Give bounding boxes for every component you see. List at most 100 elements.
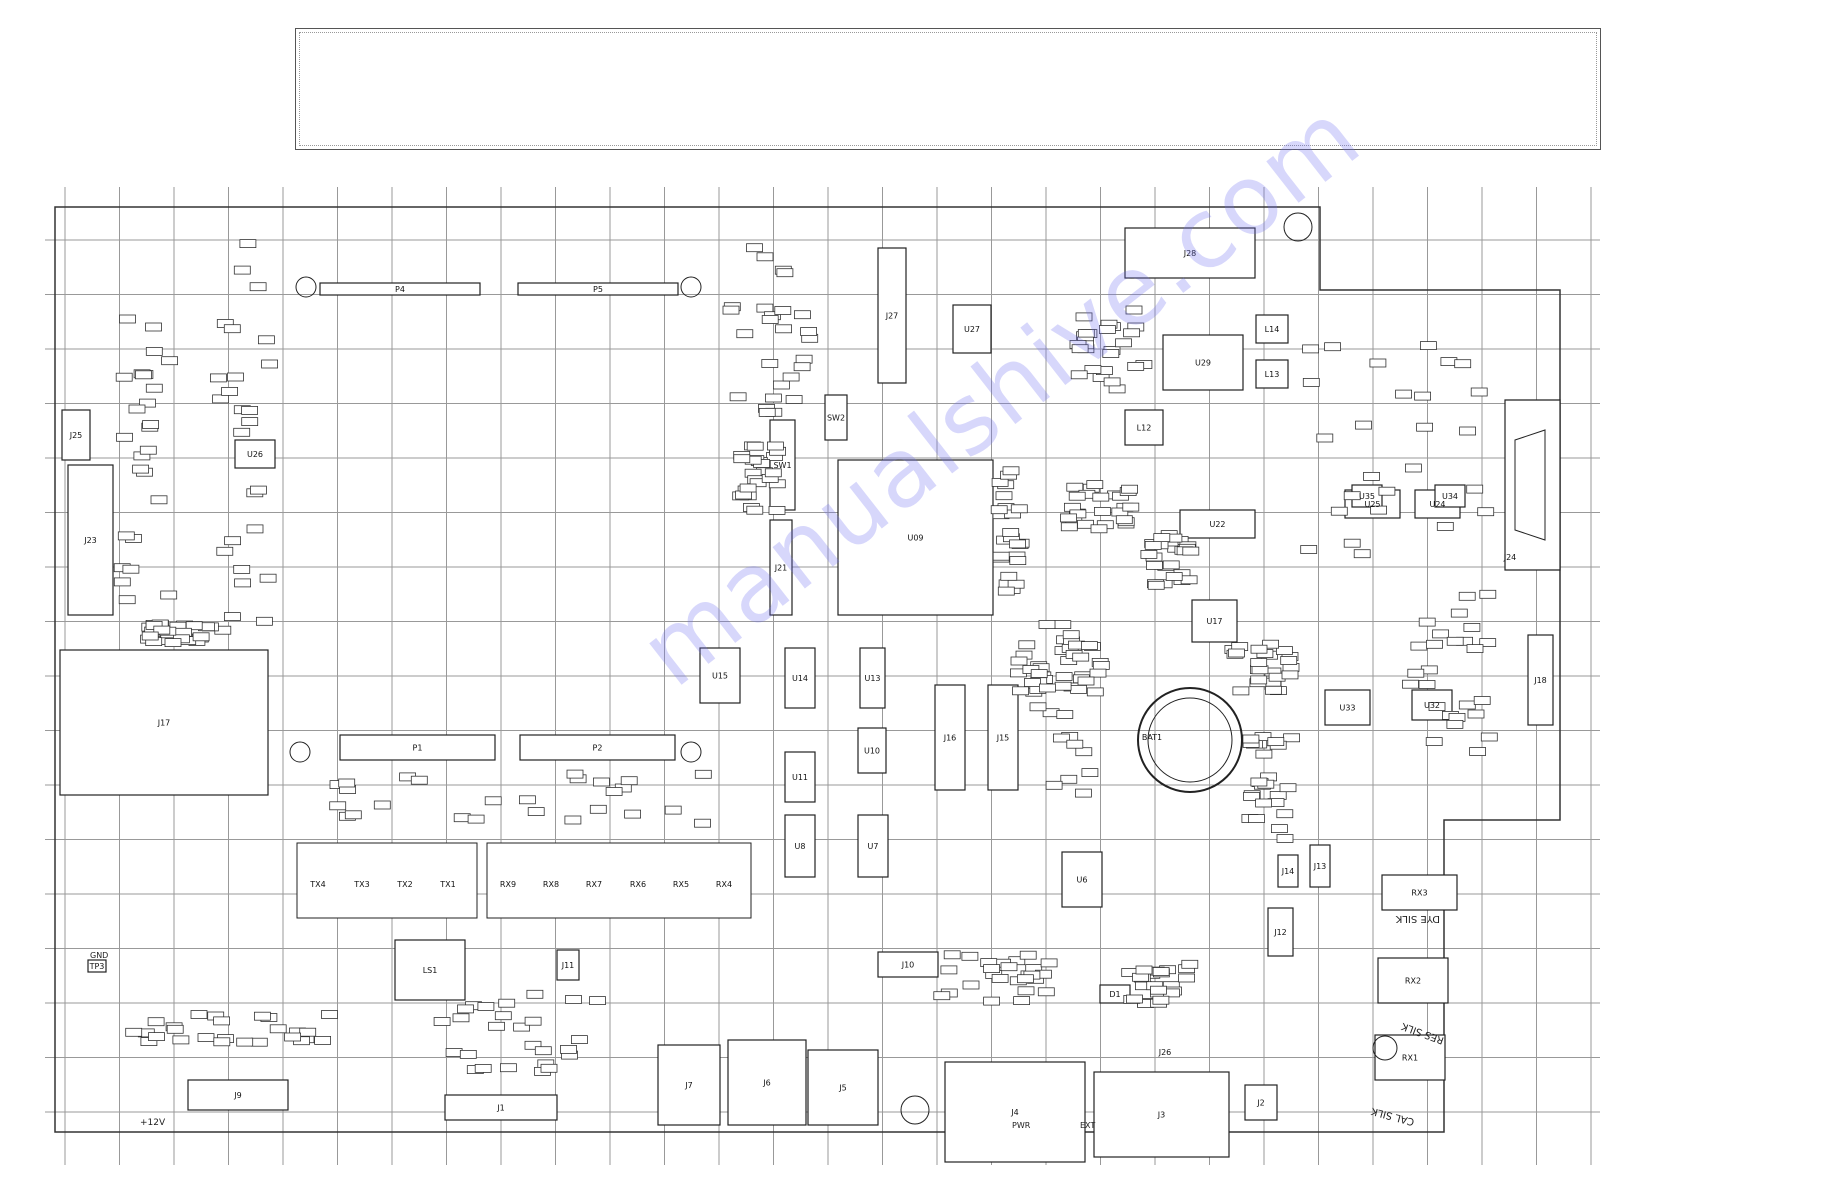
passive-footprint bbox=[1009, 556, 1027, 565]
passive-footprint bbox=[1070, 685, 1087, 694]
mount-hole bbox=[1372, 1035, 1398, 1061]
passive-footprint bbox=[795, 354, 813, 364]
j28-body bbox=[1124, 227, 1256, 279]
passive-footprint bbox=[962, 980, 980, 990]
passive-footprint bbox=[1066, 739, 1084, 749]
d1-body bbox=[1099, 984, 1131, 1004]
u17-body bbox=[1191, 599, 1238, 643]
tp3-ref: TP3 bbox=[89, 962, 105, 971]
passive-footprint bbox=[209, 373, 227, 383]
passive-footprint bbox=[664, 805, 682, 815]
u13-ref: U13 bbox=[864, 674, 880, 683]
j6-ref: J6 bbox=[762, 1079, 770, 1088]
passive-footprint bbox=[236, 1037, 254, 1047]
passive-footprint bbox=[134, 370, 152, 380]
passive-footprint bbox=[457, 1004, 474, 1014]
j17-body bbox=[59, 649, 269, 796]
passive-footprint bbox=[1407, 668, 1425, 678]
passive-footprint bbox=[1002, 466, 1020, 476]
bat1-ref: BAT1 bbox=[1142, 733, 1162, 742]
rx3-body bbox=[1381, 874, 1458, 911]
passive-footprint bbox=[729, 392, 747, 402]
passive-footprint bbox=[223, 612, 241, 621]
passive-footprint bbox=[793, 362, 811, 372]
j26-ref: J26 bbox=[1158, 1048, 1172, 1057]
passive-footprint bbox=[249, 485, 267, 495]
passive-footprint bbox=[261, 359, 279, 369]
passive-footprint bbox=[571, 1035, 588, 1044]
tp3-body bbox=[87, 959, 107, 973]
passive-footprint bbox=[1405, 463, 1422, 473]
passive-footprint bbox=[1466, 644, 1484, 653]
u22-ref: U22 bbox=[1209, 520, 1225, 529]
passive-footprint bbox=[1343, 491, 1361, 501]
passive-footprint bbox=[1232, 686, 1250, 696]
passive-footprint bbox=[990, 505, 1008, 515]
passive-footprint bbox=[1165, 572, 1183, 581]
passive-footprint bbox=[1056, 710, 1074, 719]
passive-footprint bbox=[589, 804, 607, 814]
passive-footprint bbox=[1037, 987, 1055, 997]
passive-footprint bbox=[1378, 486, 1396, 496]
passive-footprint bbox=[1479, 638, 1497, 647]
passive-footprint bbox=[1024, 678, 1041, 687]
passive-footprint bbox=[1070, 370, 1088, 380]
passive-footprint bbox=[338, 778, 356, 788]
p1-ref: P1 bbox=[413, 744, 423, 753]
rx6-ref: RX6 bbox=[630, 880, 646, 889]
p2-body bbox=[519, 734, 676, 761]
passive-footprint bbox=[983, 964, 1000, 973]
passive-footprint bbox=[1017, 974, 1034, 984]
passive-footprint bbox=[484, 796, 502, 806]
passive-footprint bbox=[1267, 737, 1285, 746]
passive-footprint bbox=[605, 787, 623, 796]
passive-footprint bbox=[1420, 341, 1437, 351]
passive-footprint bbox=[1152, 967, 1170, 976]
passive-footprint bbox=[321, 1010, 338, 1019]
passive-footprint bbox=[1450, 608, 1468, 618]
j14-body bbox=[1277, 854, 1299, 888]
passive-footprint bbox=[1132, 972, 1149, 982]
passive-footprint bbox=[1150, 985, 1167, 995]
passive-footprint bbox=[249, 282, 267, 292]
passive-footprint bbox=[1017, 986, 1035, 996]
u8-body bbox=[784, 814, 816, 878]
passive-footprint bbox=[1250, 658, 1268, 667]
passive-footprint bbox=[299, 1027, 317, 1037]
passive-footprint bbox=[197, 1033, 215, 1042]
passive-footprint bbox=[991, 974, 1009, 983]
passive-footprint bbox=[1255, 798, 1272, 808]
passive-footprint bbox=[139, 398, 156, 408]
tx2-ref: TX2 bbox=[396, 880, 412, 889]
passive-footprint bbox=[233, 565, 251, 574]
u15-ref: U15 bbox=[712, 672, 728, 681]
passive-footprint bbox=[1102, 349, 1120, 358]
passive-footprint bbox=[794, 310, 811, 320]
passive-footprint bbox=[1152, 995, 1170, 1005]
passive-footprint bbox=[1123, 328, 1140, 338]
passive-footprint bbox=[145, 322, 162, 332]
passive-footprint bbox=[1054, 620, 1072, 629]
passive-footprint bbox=[1147, 580, 1165, 590]
j9-ref: J9 bbox=[233, 1091, 241, 1100]
u26-body bbox=[234, 439, 276, 469]
passive-footprint bbox=[1072, 652, 1090, 662]
terminal-block bbox=[296, 842, 752, 919]
j6-body bbox=[727, 1039, 807, 1126]
mount-hole bbox=[900, 1095, 930, 1125]
passive-footprint bbox=[477, 1002, 495, 1011]
passive-footprint bbox=[113, 577, 131, 587]
j21-ref: J21 bbox=[774, 564, 788, 573]
passive-footprint bbox=[764, 468, 782, 478]
passive-footprint bbox=[255, 616, 273, 626]
mount-hole bbox=[1283, 212, 1313, 242]
j28-ref: J28 bbox=[1183, 249, 1197, 258]
u27-ref: U27 bbox=[964, 325, 980, 334]
passive-footprint bbox=[141, 631, 159, 641]
passive-footprint bbox=[117, 531, 135, 541]
j23-body bbox=[67, 464, 114, 616]
l13-body bbox=[1255, 359, 1289, 389]
j2-body bbox=[1244, 1084, 1278, 1121]
rx8-ref: RX8 bbox=[543, 880, 559, 889]
